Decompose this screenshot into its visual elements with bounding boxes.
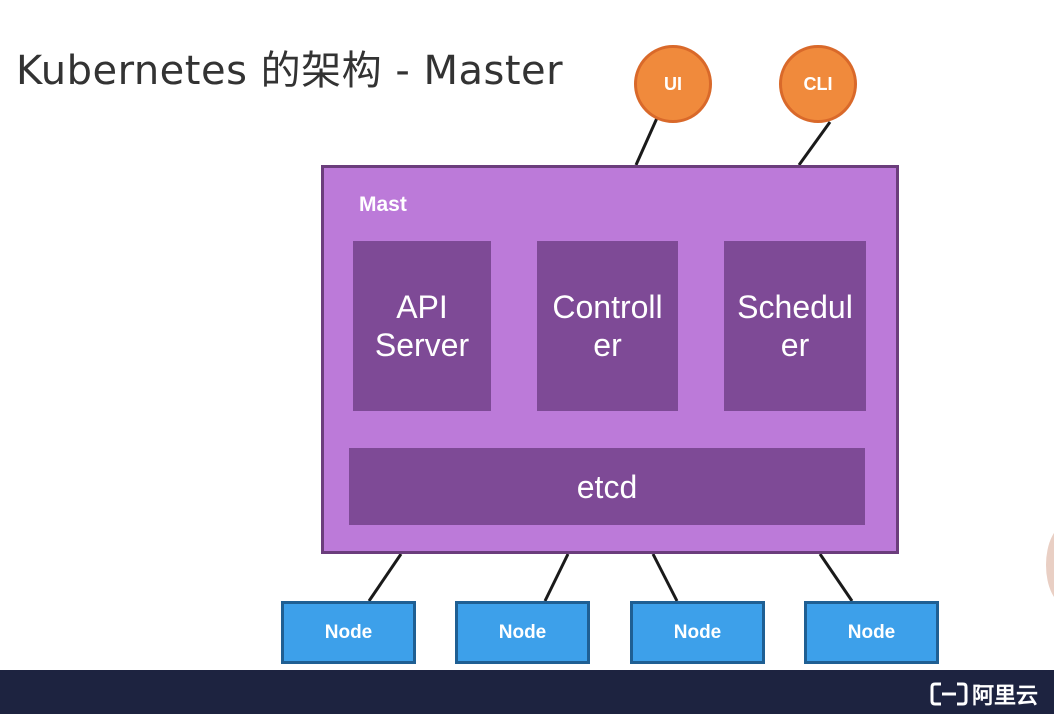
api-server-label: API Server xyxy=(374,289,470,363)
scheduler-label: Schedul er xyxy=(737,289,853,363)
cli-client: CLI xyxy=(779,45,857,123)
controller-component: Controll er xyxy=(537,241,678,411)
slide-title: Kubernetes 的架构 - Master xyxy=(16,48,564,94)
master-label: Mast xyxy=(359,193,407,216)
controller-label: Controll er xyxy=(552,289,663,363)
aliyun-brand: 阿里云 xyxy=(930,678,1038,710)
node-connector-3 xyxy=(651,553,679,602)
node-connector-2 xyxy=(543,553,570,602)
etcd-component: etcd xyxy=(349,448,865,525)
ui-client: UI xyxy=(634,45,712,123)
node-box: Node xyxy=(281,601,416,664)
footer-bar: 阿里云 xyxy=(0,670,1054,714)
master-box: Mast API Server Controll er Schedul er e… xyxy=(321,165,899,554)
ui-connector xyxy=(634,117,659,166)
node-box: Node xyxy=(804,601,939,664)
api-server-component: API Server xyxy=(353,241,491,411)
aliyun-logo-icon xyxy=(930,682,968,706)
cli-connector xyxy=(797,121,832,166)
node-connector-1 xyxy=(367,553,403,602)
brand-name: 阿里云 xyxy=(971,684,1038,709)
etcd-label: etcd xyxy=(576,468,638,505)
node-box: Node xyxy=(630,601,765,664)
node-connector-4 xyxy=(818,553,854,602)
node-box: Node xyxy=(455,601,590,664)
scheduler-component: Schedul er xyxy=(724,241,866,411)
partial-decorative-circle xyxy=(1046,525,1054,605)
